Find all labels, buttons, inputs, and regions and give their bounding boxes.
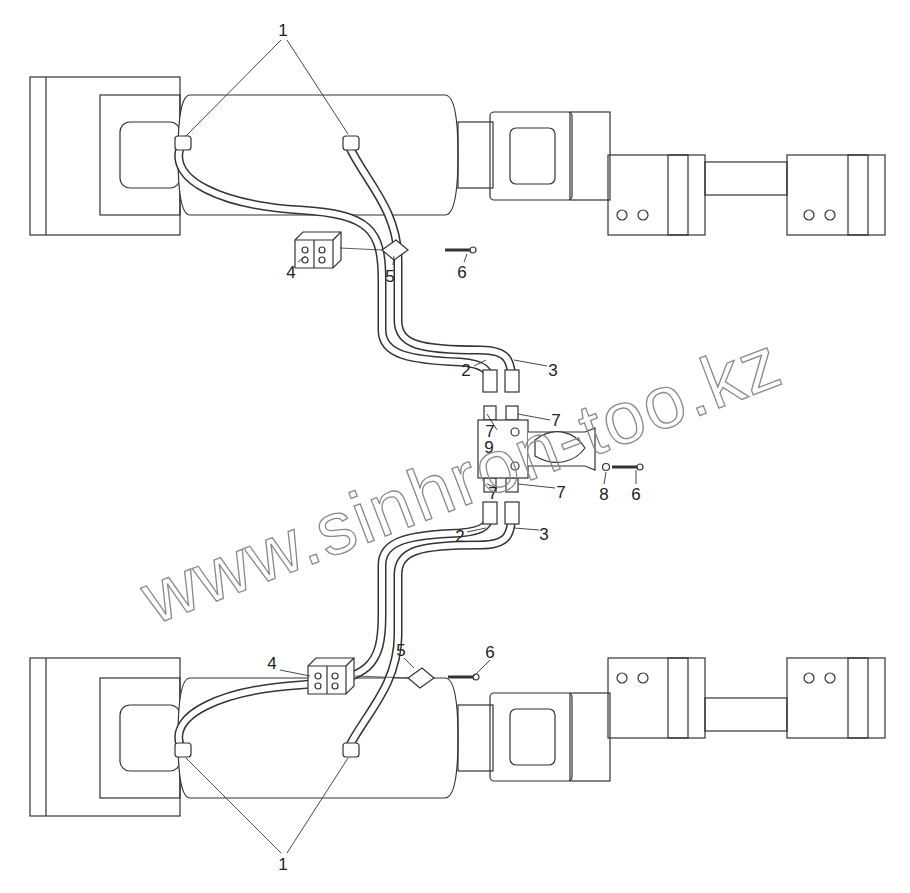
callout-number: 5 bbox=[396, 642, 405, 659]
callout-number: 6 bbox=[457, 264, 466, 281]
callout-number: 5 bbox=[385, 268, 394, 285]
callout-number: 2 bbox=[455, 528, 464, 545]
callout-number: 4 bbox=[286, 264, 295, 281]
callout-number: 7 bbox=[556, 484, 565, 501]
callout-number: 6 bbox=[631, 486, 640, 503]
callout-number: 1 bbox=[278, 856, 287, 873]
callout-number: 8 bbox=[599, 486, 608, 503]
callout-number: 3 bbox=[539, 526, 548, 543]
callout-number: 6 bbox=[485, 644, 494, 661]
callout-number: 2 bbox=[461, 362, 470, 379]
callout-number: 1 bbox=[278, 22, 287, 39]
callout-number: 4 bbox=[267, 655, 276, 672]
callout-number: 3 bbox=[548, 362, 557, 379]
